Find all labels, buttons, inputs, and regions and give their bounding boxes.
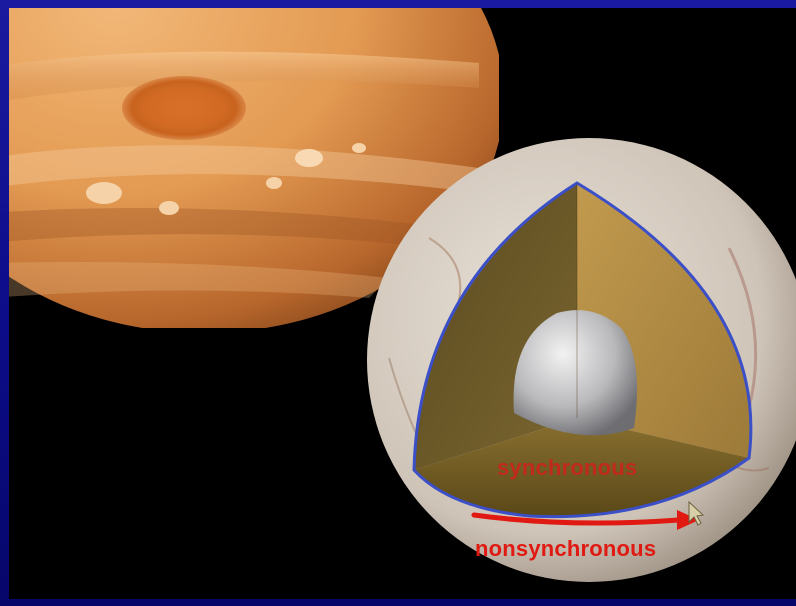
europa-cutaway bbox=[367, 138, 796, 582]
synchronous-label: synchronous bbox=[497, 455, 637, 481]
space-image: synchronous nonsynchronous bbox=[9, 8, 796, 599]
nonsynchronous-label: nonsynchronous bbox=[475, 536, 656, 562]
scene-illustration bbox=[9, 8, 796, 599]
